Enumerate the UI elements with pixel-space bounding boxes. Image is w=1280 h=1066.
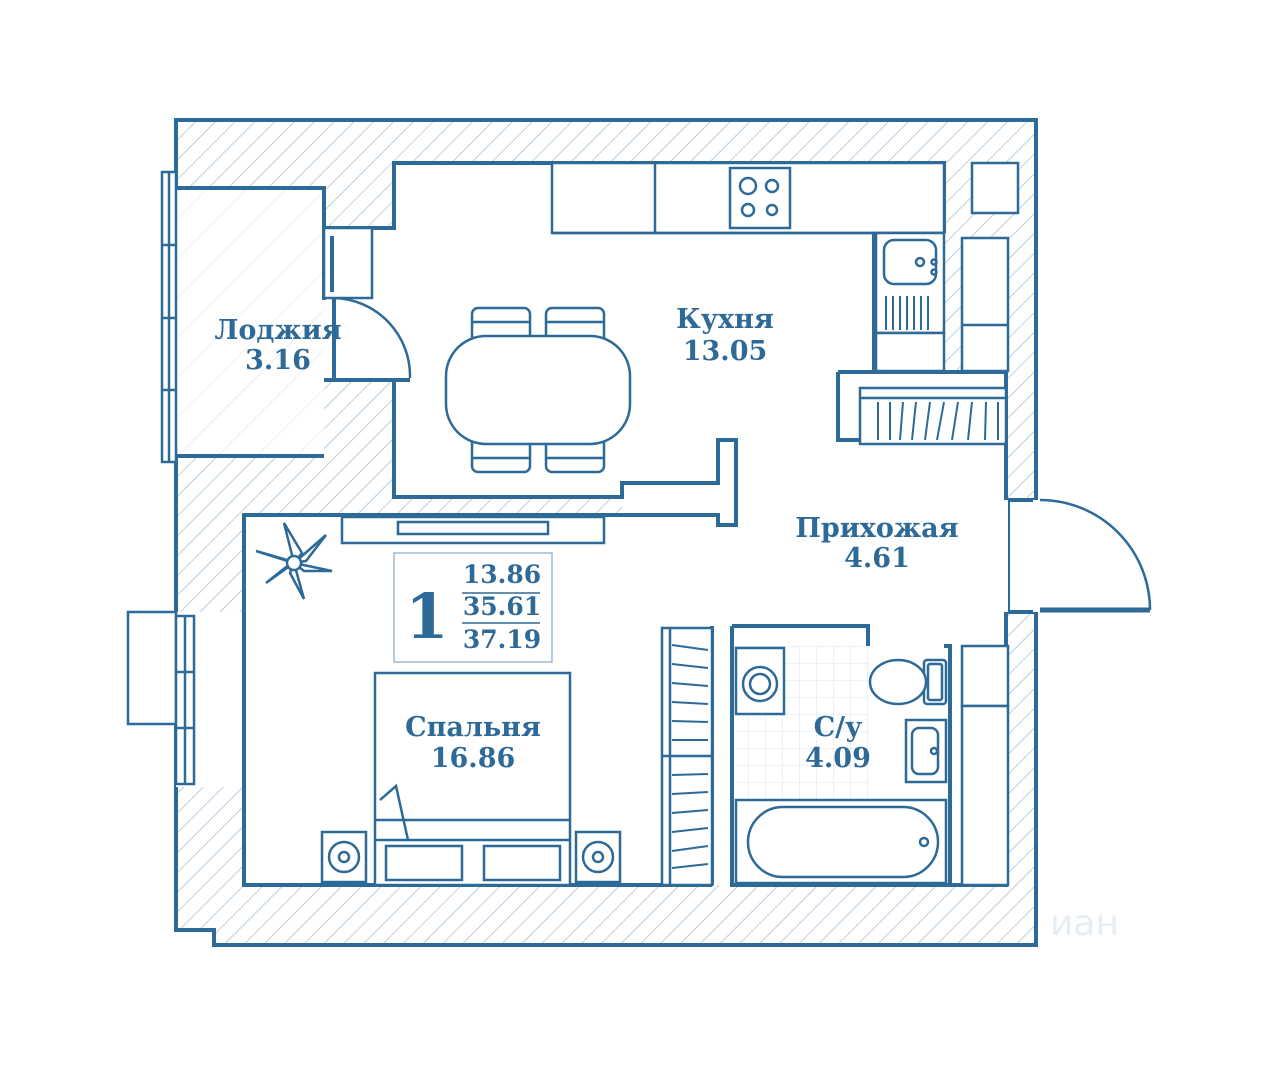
shaft (970, 161, 1020, 215)
dining-table (444, 306, 632, 474)
plant-icon (255, 522, 333, 600)
hall-name: Прихожая (795, 513, 958, 544)
apartment-summary: 1 13.86 35.61 37.19 (393, 552, 553, 663)
kitchen-area: 13.05 (683, 336, 768, 367)
nightstand-left (320, 830, 368, 884)
loggia-door (322, 226, 412, 379)
stove-icon (728, 166, 792, 230)
loggia-floor (176, 188, 324, 456)
loggia-name: Лоджия (214, 315, 341, 346)
washing-machine-icon (734, 646, 786, 716)
hall-cabinets (960, 644, 1010, 887)
total-area: 35.61 (463, 592, 541, 621)
bedroom-area: 16.86 (431, 743, 516, 774)
total-area-with-loggia: 37.19 (463, 625, 541, 654)
fridge (960, 236, 1010, 373)
bathroom-name: С/у (814, 712, 863, 743)
kitchen-sink-icon (874, 231, 946, 335)
hall-wardrobe (858, 386, 1008, 446)
watermark: иан (1050, 903, 1119, 944)
living-area: 13.86 (463, 560, 541, 589)
bathroom-sink-icon (904, 718, 948, 784)
kitchen-name: Кухня (676, 304, 774, 335)
toilet-icon (868, 658, 948, 706)
entrance-door (1033, 498, 1152, 613)
bedroom-name: Спальня (405, 712, 541, 743)
nightstand-right (574, 830, 622, 884)
bedroom-wardrobe (660, 626, 714, 887)
bedroom-window (126, 610, 196, 786)
hall-area: 4.61 (844, 543, 910, 574)
room-count: 1 (405, 580, 448, 653)
bed (373, 671, 572, 887)
bathroom-area: 4.09 (805, 743, 871, 774)
kitchen-bedroom-partition-window (340, 515, 606, 545)
loggia-window (160, 170, 178, 464)
bathtub-icon (734, 798, 948, 885)
kitchen-cabinet (874, 331, 946, 373)
loggia-area: 3.16 (245, 345, 311, 376)
